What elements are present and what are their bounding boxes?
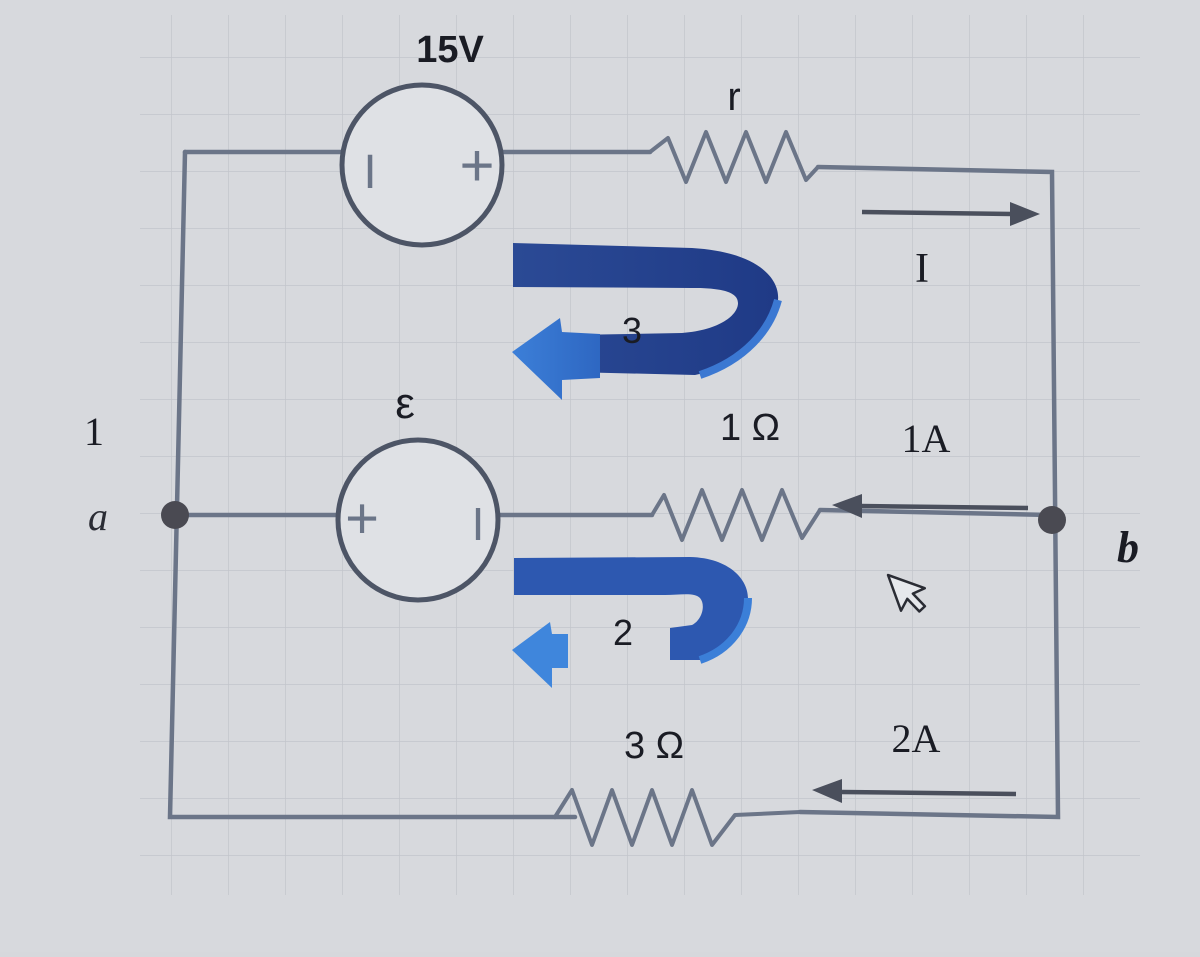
- current-middle-label: 1A: [902, 416, 951, 461]
- loop-label-lower: 2: [613, 612, 633, 653]
- source-middle-right-terminal: I: [472, 498, 485, 550]
- source-top-value: 15V: [416, 29, 484, 71]
- source-middle-left-terminal: +: [345, 486, 379, 551]
- node-a: [161, 501, 189, 529]
- source-middle-value: ε: [395, 379, 415, 428]
- current-arrow-top: [861, 202, 1040, 226]
- resistor-middle: [650, 488, 822, 542]
- current-bottom-label: 2A: [892, 716, 941, 761]
- wire-right-outer: [797, 164, 1061, 820]
- node-b-label: b: [1117, 523, 1139, 572]
- grid-paper: [140, 15, 1140, 895]
- loop-arrow-upper: [512, 243, 782, 400]
- loop-label-upper: 3: [622, 310, 642, 351]
- source-top-right-terminal: +: [459, 132, 494, 199]
- source-middle: + I: [335, 437, 501, 603]
- loop-arrow-lower: [512, 557, 752, 688]
- resistor-top-label: r: [727, 75, 740, 119]
- current-arrow-bottom: [812, 779, 1017, 803]
- source-top-left-terminal: I: [363, 146, 376, 199]
- current-arrow-middle: [832, 494, 1029, 518]
- resistor-bottom-label: 3 Ω: [624, 725, 684, 767]
- wire-left-outer: [167, 149, 558, 820]
- resistor-top: [648, 130, 820, 184]
- resistor-bottom: [553, 788, 801, 847]
- wires: [167, 149, 1061, 820]
- node-a-label: a: [88, 494, 108, 539]
- node-b: [1038, 506, 1066, 534]
- mouse-cursor-icon: [886, 573, 927, 613]
- source-top: I +: [339, 82, 505, 248]
- resistor-middle-label: 1 Ω: [720, 407, 780, 449]
- side-mark: 1: [84, 409, 104, 454]
- current-top-label: I: [915, 246, 929, 292]
